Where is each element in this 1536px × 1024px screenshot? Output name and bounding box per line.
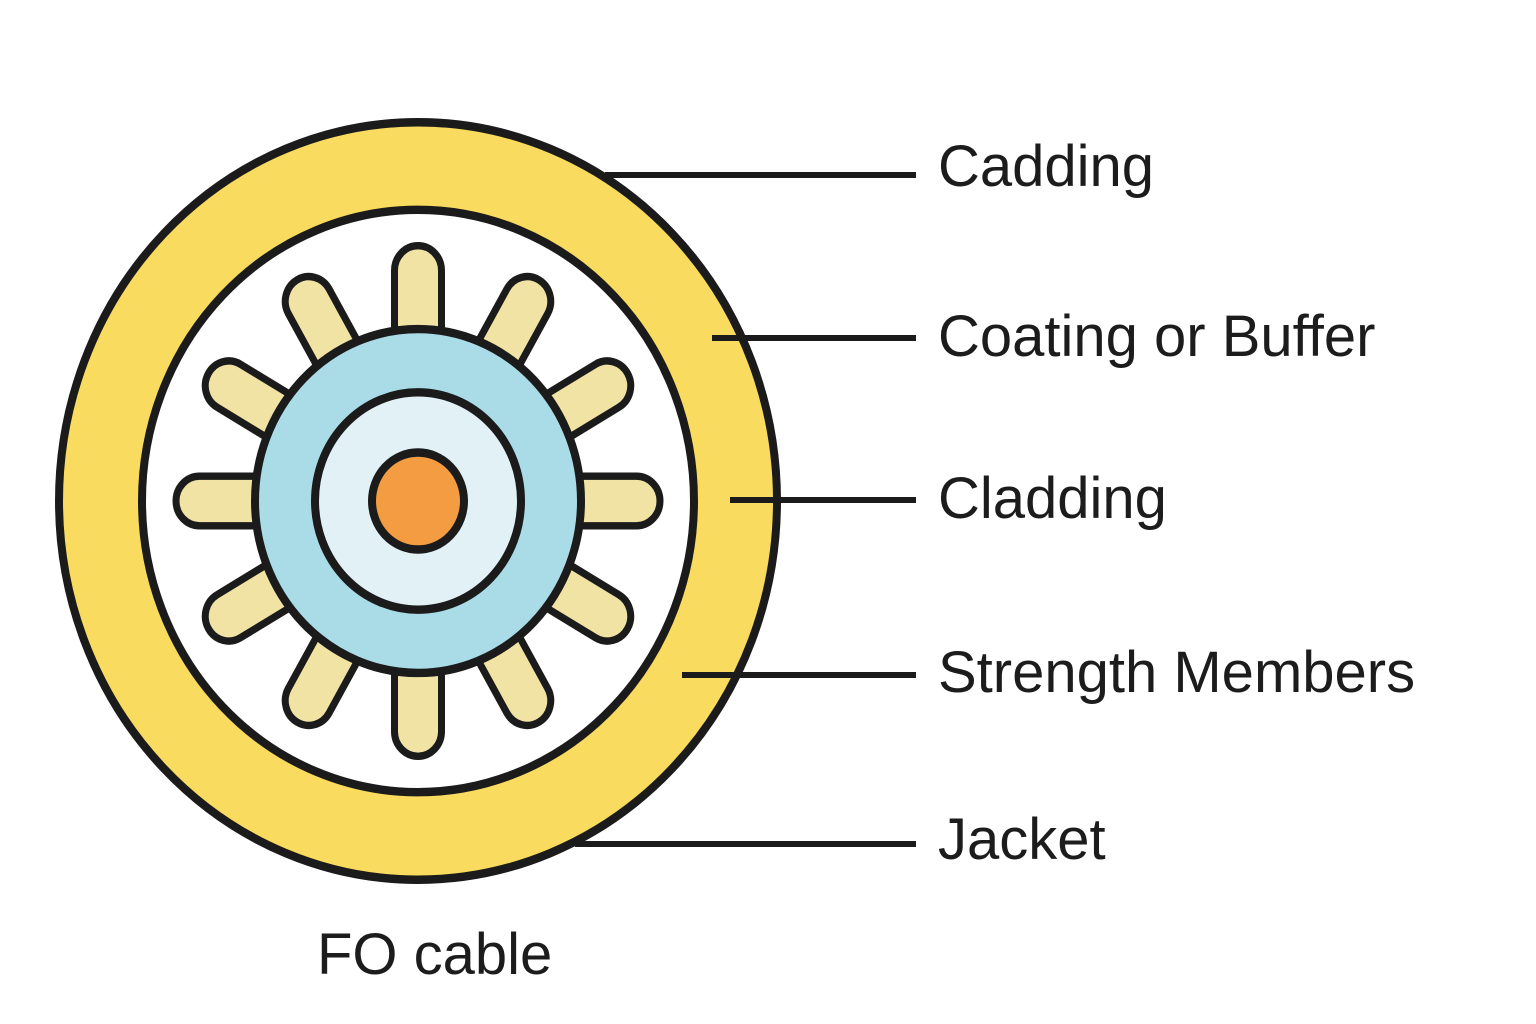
core-circle — [368, 448, 468, 554]
label-coating-or-buffer: Coating or Buffer — [938, 304, 1376, 369]
label-jacket: Jacket — [938, 807, 1106, 872]
label-cladding: Cladding — [938, 466, 1167, 531]
label-cadding: Cadding — [938, 134, 1155, 199]
diagram-caption: FO cable — [317, 922, 553, 987]
label-strength-members: Strength Members — [938, 640, 1416, 705]
